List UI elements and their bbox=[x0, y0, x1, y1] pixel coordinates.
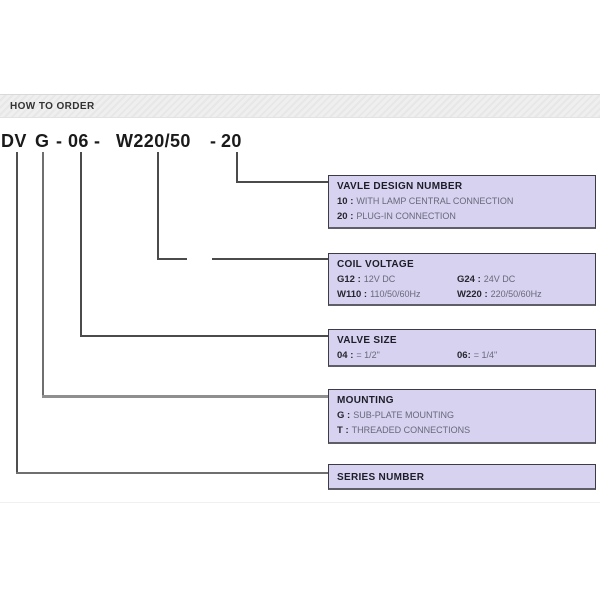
section-header-bar: HOW TO ORDER bbox=[0, 94, 600, 118]
connector-valve-size-horizontal bbox=[80, 335, 328, 337]
info-box-series-number: SERIES NUMBER bbox=[328, 464, 596, 490]
option-desc: 220/50/60Hz bbox=[490, 289, 542, 299]
option-code: G : bbox=[337, 410, 351, 421]
section-title: HOW TO ORDER bbox=[10, 101, 95, 112]
option-row: G24 :24V DC bbox=[457, 272, 589, 287]
option-code: 20 : bbox=[337, 211, 354, 222]
option-desc: THREADED CONNECTIONS bbox=[351, 425, 471, 435]
option-code: W110 : bbox=[337, 289, 368, 300]
option-row: G :SUB-PLATE MOUNTING bbox=[337, 408, 589, 423]
option-row: 04 := 1/2" bbox=[337, 348, 457, 363]
code-segment-series: DV bbox=[1, 131, 27, 151]
connector-valve-size-vertical bbox=[80, 152, 82, 336]
option-desc: 12V DC bbox=[363, 274, 396, 284]
option-row: G12 :12V DC bbox=[337, 272, 457, 287]
code-separator: - bbox=[56, 131, 63, 151]
option-row: W110 :110/50/60Hz bbox=[337, 287, 457, 302]
option-code: W220 : bbox=[457, 289, 488, 300]
option-code: 04 : bbox=[337, 350, 354, 361]
connector-mounting-vertical bbox=[42, 152, 44, 397]
option-row: 06:= 1/4" bbox=[457, 348, 589, 363]
divider bbox=[0, 502, 600, 503]
connector-coil-voltage-horizontal-stub bbox=[157, 258, 187, 260]
code-separator: - bbox=[210, 131, 217, 151]
option-row: 10 :WITH LAMP CENTRAL CONNECTION bbox=[337, 194, 589, 209]
option-row: T :THREADED CONNECTIONS bbox=[337, 423, 589, 438]
option-code: G24 : bbox=[457, 274, 481, 285]
box-title: VALVE SIZE bbox=[337, 335, 397, 346]
option-desc: 24V DC bbox=[483, 274, 516, 284]
connector-mounting-horizontal bbox=[42, 395, 328, 398]
option-code: 06: bbox=[457, 350, 471, 361]
code-segment-mounting: G bbox=[35, 131, 50, 151]
code-segment-design-number: 20 bbox=[221, 131, 242, 151]
info-box-valve-size: VALVE SIZE 04 := 1/2" 06:= 1/4" bbox=[328, 329, 596, 367]
option-row: W220 :220/50/60Hz bbox=[457, 287, 589, 302]
info-box-design-number: VAVLE DESIGN NUMBER 10 :WITH LAMP CENTRA… bbox=[328, 175, 596, 229]
option-desc: 110/50/60Hz bbox=[370, 289, 421, 299]
option-code: G12 : bbox=[337, 274, 361, 285]
option-desc: SUB-PLATE MOUNTING bbox=[353, 410, 455, 420]
connector-series-horizontal bbox=[16, 472, 328, 474]
connector-series-vertical bbox=[16, 152, 18, 473]
code-separator: - bbox=[94, 131, 101, 151]
option-code: 10 : bbox=[337, 196, 354, 207]
connector-design-number-vertical bbox=[236, 152, 238, 182]
box-title: COIL VOLTAGE bbox=[337, 259, 414, 270]
box-title: MOUNTING bbox=[337, 395, 394, 406]
box-title: VAVLE DESIGN NUMBER bbox=[337, 181, 463, 192]
code-segment-coil-voltage: W220/50 bbox=[116, 131, 191, 151]
option-code: T : bbox=[337, 425, 349, 436]
option-desc: PLUG-IN CONNECTION bbox=[356, 211, 456, 221]
box-title: SERIES NUMBER bbox=[337, 472, 425, 483]
info-box-mounting: MOUNTING G :SUB-PLATE MOUNTING T :THREAD… bbox=[328, 389, 596, 444]
connector-design-number-horizontal bbox=[236, 181, 328, 183]
option-row: 20 :PLUG-IN CONNECTION bbox=[337, 209, 589, 224]
connector-coil-voltage-horizontal bbox=[212, 258, 328, 260]
option-desc: = 1/4" bbox=[473, 350, 498, 360]
code-segment-valve-size: 06 bbox=[68, 131, 89, 151]
option-desc: WITH LAMP CENTRAL CONNECTION bbox=[356, 196, 514, 206]
option-desc: = 1/2" bbox=[356, 350, 380, 360]
connector-coil-voltage-vertical bbox=[157, 152, 159, 259]
info-box-coil-voltage: COIL VOLTAGE G12 :12V DC G24 :24V DC W11… bbox=[328, 253, 596, 306]
